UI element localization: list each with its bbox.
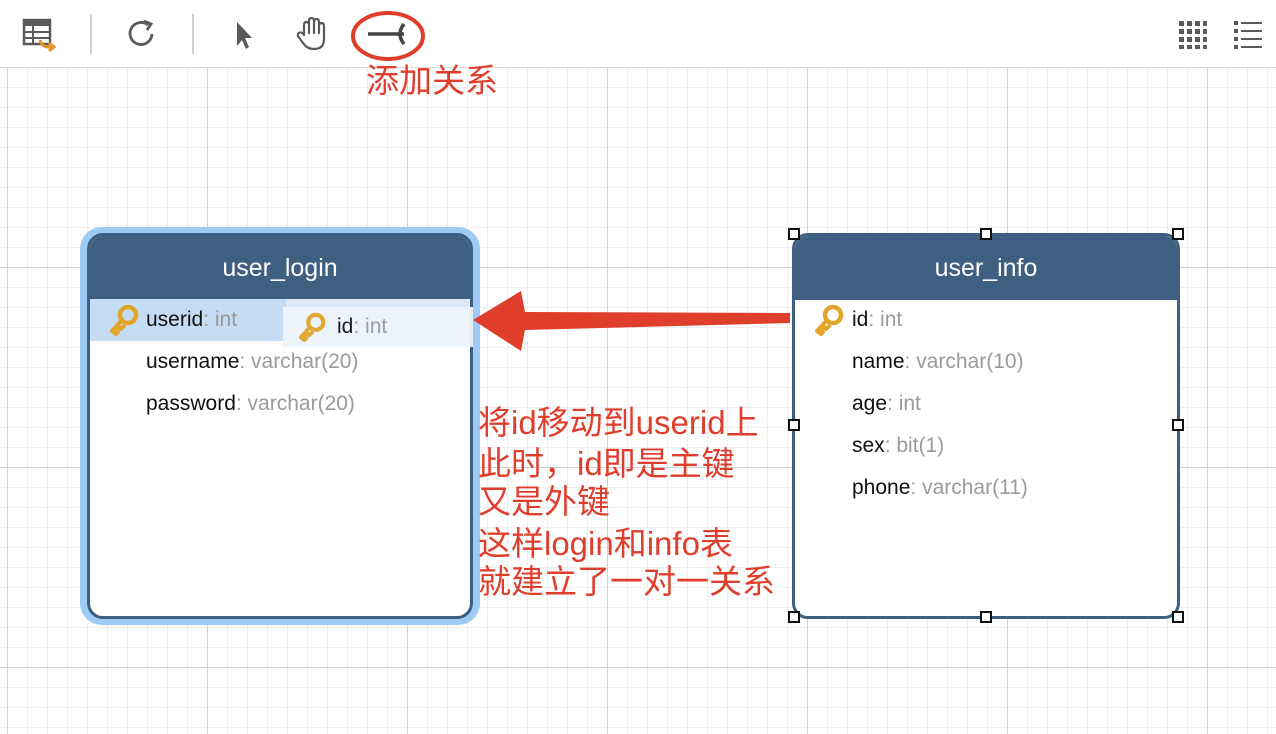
- field-row[interactable]: sex: bit(1): [795, 425, 944, 467]
- field-name: id: [337, 315, 354, 338]
- field-type: : bit(1): [884, 434, 945, 457]
- field-type: : varchar(10): [904, 350, 1024, 373]
- field-type: : int: [887, 392, 921, 415]
- pointer-tool-button[interactable]: [220, 12, 264, 56]
- annotation-note-line: 就建立了一对一关系: [478, 563, 775, 600]
- field-type: : int: [868, 308, 903, 331]
- resize-handle[interactable]: [1172, 419, 1184, 431]
- list-view-button[interactable]: [1226, 12, 1270, 56]
- resize-handle[interactable]: [1172, 611, 1184, 623]
- resize-handle[interactable]: [788, 228, 800, 240]
- field-type: : int: [353, 315, 388, 338]
- key-icon: [815, 304, 844, 336]
- annotation-note-line: 将id移动到userid上: [478, 404, 759, 441]
- field-type: : varchar(20): [235, 392, 355, 415]
- field-row[interactable]: age: int: [795, 383, 921, 425]
- field-name: username: [146, 350, 240, 373]
- key-icon: [110, 304, 139, 336]
- field-row[interactable]: username: varchar(20): [90, 341, 358, 383]
- pointer-icon: [237, 22, 252, 49]
- drag-preview: id: int: [283, 307, 473, 347]
- field-row[interactable]: id: int: [795, 299, 902, 341]
- grid-view-button[interactable]: [1170, 12, 1214, 56]
- annotation-note-line: 此时，id即是主键: [478, 445, 735, 482]
- field-name: age: [852, 392, 888, 415]
- field-row[interactable]: name: varchar(10): [795, 341, 1024, 383]
- field-type: : varchar(11): [910, 476, 1028, 499]
- hand-icon: [296, 16, 326, 51]
- refresh-icon: [128, 19, 154, 46]
- hand-tool-button[interactable]: [290, 12, 334, 56]
- field-name: userid: [146, 308, 204, 331]
- toolbar-separator: [90, 14, 92, 54]
- field-type: : int: [203, 308, 238, 331]
- resize-handle[interactable]: [980, 228, 992, 240]
- add-relation-button[interactable]: [364, 12, 408, 56]
- table-user-info[interactable]: user_info id: int name: varchar(10) age:…: [792, 233, 1180, 619]
- field-name: id: [852, 308, 869, 331]
- resize-handle[interactable]: [788, 611, 800, 623]
- field-row[interactable]: password: varchar(20): [90, 383, 355, 425]
- resize-handle[interactable]: [980, 611, 992, 623]
- toolbar-separator: [192, 14, 194, 54]
- add-relation-annotation: 添加关系: [366, 62, 498, 99]
- add-relation-icon: [368, 22, 406, 46]
- table-title: user_info: [795, 236, 1177, 300]
- field-row[interactable]: phone: varchar(11): [795, 467, 1028, 509]
- key-icon: [298, 312, 326, 342]
- field-row[interactable]: userid: int: [90, 299, 237, 341]
- table-user-login[interactable]: user_login userid: int username: varchar…: [87, 233, 473, 619]
- field-name: password: [146, 392, 236, 415]
- table-title: user_login: [90, 236, 470, 300]
- field-name: phone: [852, 476, 911, 499]
- grid-view-icon: [1179, 21, 1207, 49]
- toolbar: [0, 0, 1276, 68]
- table-import-button[interactable]: [16, 12, 60, 56]
- list-view-icon: [1234, 21, 1262, 49]
- resize-handle[interactable]: [788, 419, 800, 431]
- annotation-note-line: 这样login和info表: [478, 525, 733, 562]
- refresh-button[interactable]: [120, 12, 164, 56]
- table-import-icon: [22, 18, 57, 53]
- field-type: : varchar(20): [239, 350, 359, 373]
- resize-handle[interactable]: [1172, 228, 1184, 240]
- field-name: name: [852, 350, 905, 373]
- annotation-note-line: 又是外键: [478, 483, 610, 520]
- field-name: sex: [852, 434, 885, 457]
- field-row: id: int: [283, 307, 387, 347]
